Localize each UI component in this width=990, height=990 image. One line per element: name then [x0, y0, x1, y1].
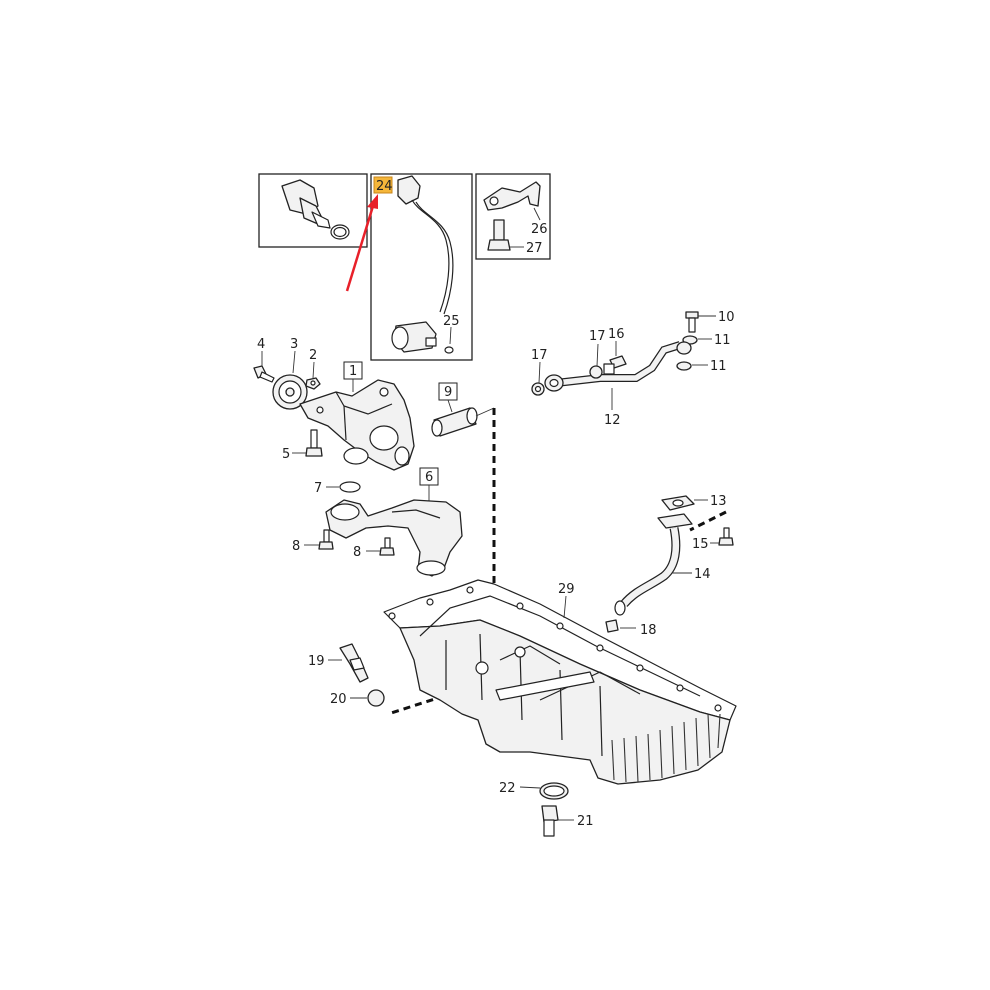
inset-bracket-bolt: 26 27 — [475, 173, 551, 260]
sleeve-9-part — [431, 407, 478, 437]
callout-25[interactable]: 25 — [443, 314, 460, 329]
bolt-15-part — [718, 527, 734, 546]
bolt-5-part — [305, 429, 323, 457]
callout-8b[interactable]: 8 — [353, 545, 361, 560]
callout-1[interactable]: 1 — [349, 364, 357, 379]
callout-2[interactable]: 2 — [309, 348, 317, 363]
bolt-8a-part — [318, 529, 334, 550]
washer-11b-part — [676, 361, 692, 371]
red-arrow — [345, 194, 378, 292]
pressure-sensor-part — [281, 179, 350, 240]
callout-3[interactable]: 3 — [290, 337, 298, 352]
callout-22[interactable]: 22 — [499, 781, 516, 796]
callout-29[interactable]: 29 — [558, 582, 575, 597]
callout-5[interactable]: 5 — [282, 447, 290, 462]
callout-6[interactable]: 6 — [425, 470, 433, 485]
callout-12[interactable]: 12 — [604, 413, 621, 428]
callout-7[interactable]: 7 — [314, 481, 322, 496]
o-ring-7-part — [339, 481, 361, 493]
callout-17b[interactable]: 17 — [531, 348, 548, 363]
callout-24[interactable]: 24 — [376, 179, 393, 194]
callout-10[interactable]: 10 — [718, 310, 735, 325]
level-sensor-connector — [397, 175, 454, 315]
callout-26[interactable]: 26 — [531, 222, 548, 237]
callout-16[interactable]: 16 — [608, 327, 625, 342]
return-pipe-14-part — [614, 513, 693, 616]
pipe-dashed-line — [689, 510, 727, 532]
gasket-13-part — [661, 495, 695, 511]
seal-22-part — [539, 782, 569, 800]
oil-pump-group: 4 3 2 1 — [253, 337, 495, 577]
bolt-8b-part — [379, 537, 395, 556]
bolt-10-part — [685, 311, 699, 333]
nut-2-part — [305, 377, 321, 390]
bracket-part — [483, 181, 541, 211]
callout-21[interactable]: 21 — [577, 814, 594, 829]
callout-11a[interactable]: 11 — [714, 333, 731, 348]
bolt-4-part — [253, 365, 275, 383]
callout-18[interactable]: 18 — [640, 623, 657, 638]
callout-15[interactable]: 15 — [692, 537, 709, 552]
callout-11b[interactable]: 11 — [710, 359, 727, 374]
inset-oil-pressure-sensor — [258, 173, 368, 248]
washer-17a-part — [589, 365, 603, 379]
callout-9[interactable]: 9 — [444, 385, 452, 400]
drain-plug-21-part — [541, 805, 559, 837]
washer-17b-part — [531, 382, 545, 396]
banjo-bolt-16-part — [603, 355, 627, 375]
alignment-dashed-line — [387, 408, 496, 716]
callout-19[interactable]: 19 — [308, 654, 325, 669]
highlighted-callout-box[interactable] — [373, 176, 393, 194]
callout-20[interactable]: 20 — [330, 692, 347, 707]
callout-4[interactable]: 4 — [257, 337, 265, 352]
callout-14[interactable]: 14 — [694, 567, 711, 582]
oil-pump-body-part — [299, 379, 415, 471]
callout-17a[interactable]: 17 — [589, 329, 606, 344]
oil-pickup-part — [325, 499, 463, 577]
sprocket-3-part — [272, 374, 308, 410]
callout-27[interactable]: 27 — [526, 241, 543, 256]
clip-18-part — [605, 619, 619, 633]
callout-8a[interactable]: 8 — [292, 539, 300, 554]
callout-13[interactable]: 13 — [710, 494, 727, 509]
level-sensor-body — [391, 321, 454, 354]
return-pipe-group: 13 14 15 18 — [605, 494, 734, 638]
bolt-part — [487, 219, 511, 251]
level-sensor-19-part — [339, 643, 369, 683]
oil-pipe-12-part — [544, 341, 692, 392]
oil-pipe-group: 10 11 11 12 16 17 — [531, 310, 735, 428]
inset-oil-level-sensor: 24 25 — [370, 173, 473, 361]
plug-20-part — [367, 689, 385, 707]
oil-pan-29-part — [383, 579, 737, 785]
